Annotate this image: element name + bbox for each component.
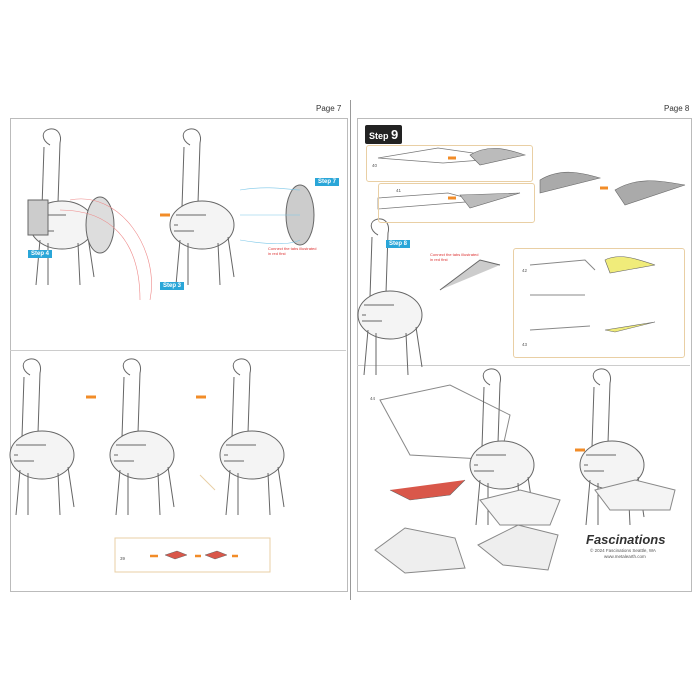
step-9-title: Step 9 — [365, 125, 403, 144]
instruction-note: Connect the tabs illustrated in red firs… — [430, 252, 479, 262]
dinosaur-drawing — [219, 358, 285, 516]
step-word: Step — [369, 131, 389, 141]
part-number: 42 — [522, 268, 528, 273]
part-number: 44 — [370, 396, 376, 401]
step-7-tag: Step 7 — [315, 178, 340, 186]
dinosaur-drawing — [9, 358, 75, 516]
copyright: © 2024 Fascinations Seattle, WA — [590, 548, 656, 553]
section-divider — [10, 350, 346, 351]
step-3-tag: Step 3 — [160, 282, 185, 290]
part-number: 39 — [120, 556, 126, 561]
instruction-note: Connect the tabs illustrated in red firs… — [268, 246, 317, 256]
step-4-tag: Step 4 — [28, 250, 53, 258]
part-number: 43 — [522, 342, 528, 347]
page-8-label: Page 8 — [664, 104, 690, 113]
part-box — [366, 145, 533, 182]
part-number: 41 — [396, 188, 402, 193]
section-divider — [357, 365, 690, 366]
step-8-tag: Step 8 — [386, 240, 411, 248]
part-number: 40 — [372, 163, 378, 168]
part-box — [378, 183, 535, 223]
website: www.metalearth.com — [604, 554, 646, 559]
dinosaur-drawing — [109, 358, 175, 516]
brand-logo: Fascinations — [586, 532, 666, 547]
page-7-label: Page 7 — [316, 104, 342, 113]
page-divider — [350, 100, 351, 600]
dinosaur-drawing — [169, 128, 235, 286]
step-number: 9 — [391, 127, 399, 142]
part-box — [513, 248, 685, 358]
